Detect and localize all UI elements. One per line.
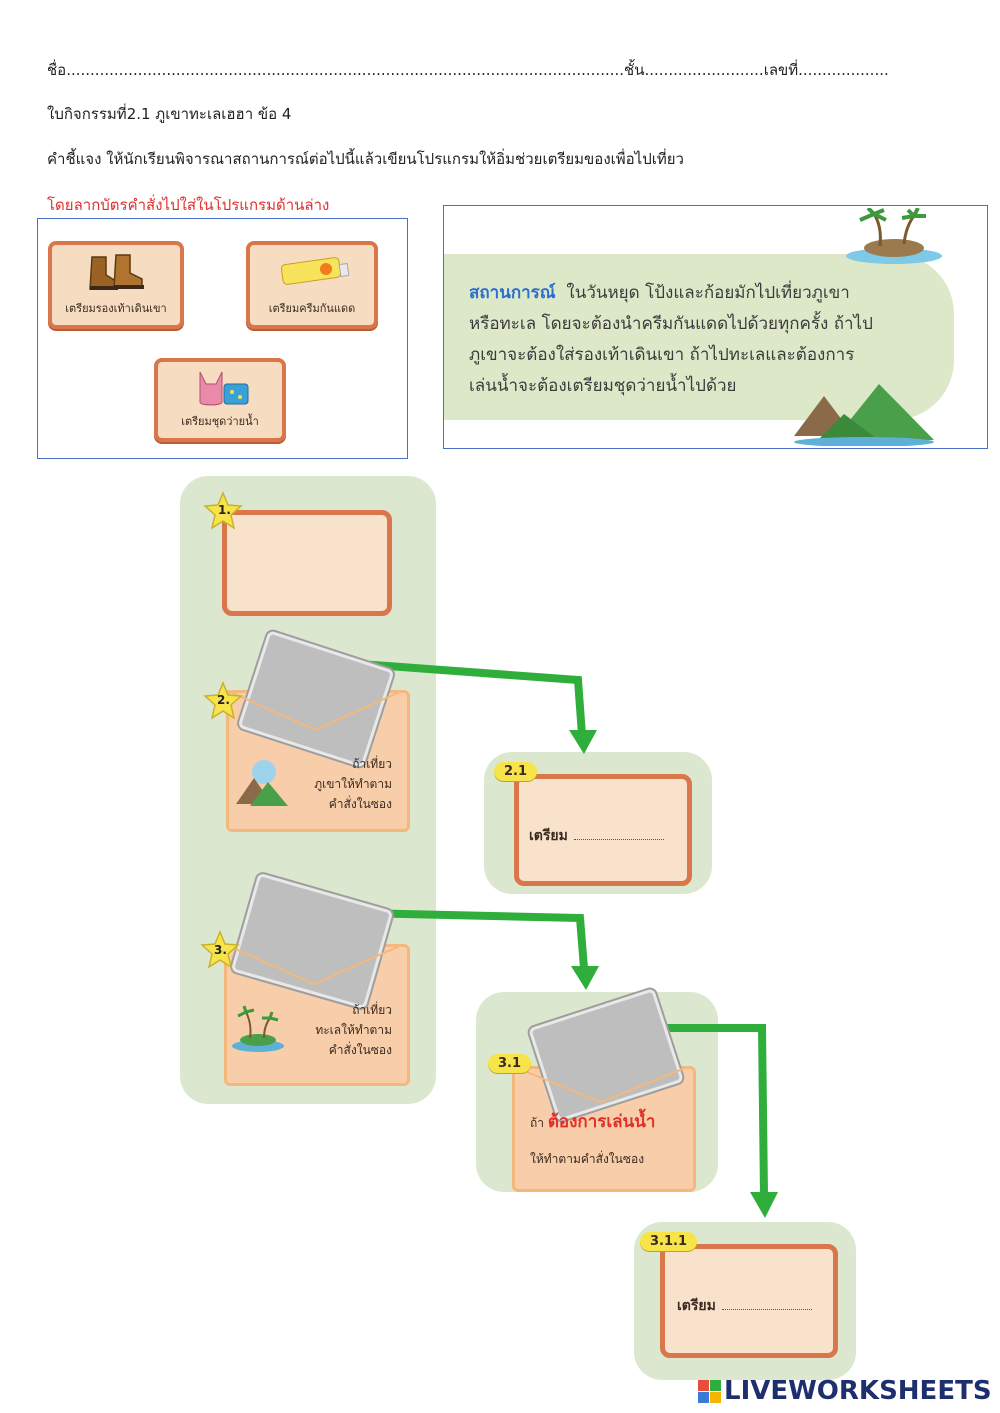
step-2-1-badge: 2.1 [494, 762, 538, 781]
step-3-1-highlight: ต้องการเล่นน้ำ [547, 1112, 656, 1132]
card-swimsuit[interactable]: เตรียมชุดว่ายน้ำ [154, 358, 286, 442]
mountain-icon [794, 384, 934, 446]
scenario-line-4: เล่นน้ำจะต้องเตรียมชุดว่ายน้ำไปด้วย [469, 376, 737, 396]
step-3-text: ถ้าเที่ยว ทะเลให้ทำตาม คำสั่งในซอง [315, 1003, 392, 1057]
envelope-flap [224, 944, 404, 986]
scenario-line-3: ภูเขาจะต้องใส่รองเท้าเดินเขา ถ้าไปทะเลแล… [469, 345, 855, 365]
scenario-panel: สถานการณ์ ในวันหยุด โป้งและก้อยมักไปเที่… [443, 205, 988, 449]
scenario-background [444, 254, 954, 420]
activity-title: ใบกิจกรรมที่2.1 ภูเขาทะเลเฮฮา ข้อ 4 [47, 105, 292, 123]
step-3-1-1-slot[interactable]: เตรียม [660, 1244, 838, 1358]
card-hiking-boots[interactable]: เตรียมรองเท้าเดินเขา [48, 241, 184, 329]
swimsuit-icon [199, 371, 249, 406]
boots-icon [89, 254, 144, 290]
name-line: ชื่อ....................................… [47, 61, 889, 79]
star-icon [200, 930, 240, 969]
star-icon [203, 681, 243, 720]
scenario-line-1: สถานการณ์ ในวันหยุด โป้งและก้อยมักไปเที่… [469, 283, 850, 303]
step-2-number: 2. [217, 693, 230, 707]
envelope-flap [512, 1066, 690, 1104]
liveworksheets-logo-icon [698, 1380, 722, 1404]
instruction-text: คำชี้แจง ให้นักเรียนพิจารณาสถานการณ์ต่อไ… [47, 150, 684, 168]
scenario-text: สถานการณ์ ในวันหยุด โป้งและก้อยมักไปเที่… [469, 278, 873, 402]
step-3-1-badge: 3.1 [488, 1054, 532, 1073]
step-2-text: ถ้าเที่ยว ภูเขาให้ทำตาม คำสั่งในซอง [314, 757, 392, 811]
arrow-3-to-3-1 [359, 909, 588, 969]
step-2-1-slot[interactable]: เตรียม [514, 774, 692, 886]
mountain-icon [236, 760, 288, 806]
step-2-1-prepare: เตรียม [529, 825, 664, 847]
step-3-1-1-badge: 3.1.1 [640, 1232, 698, 1251]
star-icon [203, 491, 243, 530]
island-icon [232, 1005, 284, 1052]
step-3-1-1-blank[interactable] [721, 1309, 812, 1310]
step-3-1-suffix: ให้ทำตามคำสั่งในซอง [530, 1152, 645, 1166]
step-3-1-1-prepare: เตรียม [677, 1295, 812, 1317]
liveworksheets-logo[interactable]: LIVEWORKSHEETS [724, 1376, 992, 1406]
step-3-1-prefix: ถ้า [530, 1116, 545, 1130]
card-label-swimsuit: เตรียมชุดว่ายน้ำ [181, 415, 259, 428]
scenario-keyword: สถานการณ์ [469, 283, 556, 303]
arrow-3-1-to-3-1-1 [655, 1024, 768, 1196]
card-label-sunscreen: เตรียมครีมกันแดด [268, 302, 356, 315]
island-icon [846, 208, 942, 264]
step-3-number: 3. [214, 943, 227, 957]
card-label-boots: เตรียมรองเท้าเดินเขา [65, 302, 167, 315]
scenario-line-2: หรือทะเล โดยจะต้องนำครีมกันแดดไปด้วยทุกค… [469, 314, 873, 334]
drag-instruction: โดยลากบัตรคำสั่งไปใส่ในโปรแกรมด้านล่าง [47, 196, 330, 214]
step-1-number: 1. [218, 503, 231, 517]
card-sunscreen[interactable]: เตรียมครีมกันแดด [246, 241, 378, 329]
card-tray: เตรียมรองเท้าเดินเขา เตรียมครีมกันแดด เต… [37, 218, 408, 459]
arrow-2-to-2-1 [359, 660, 586, 736]
sunscreen-icon [280, 257, 350, 285]
step-2-1-blank[interactable] [573, 839, 664, 840]
step-1-slot[interactable] [222, 510, 392, 616]
envelope-flap [226, 690, 404, 732]
step-3-1-condition: ถ้า ต้องการเล่นน้ำ [530, 1108, 655, 1135]
